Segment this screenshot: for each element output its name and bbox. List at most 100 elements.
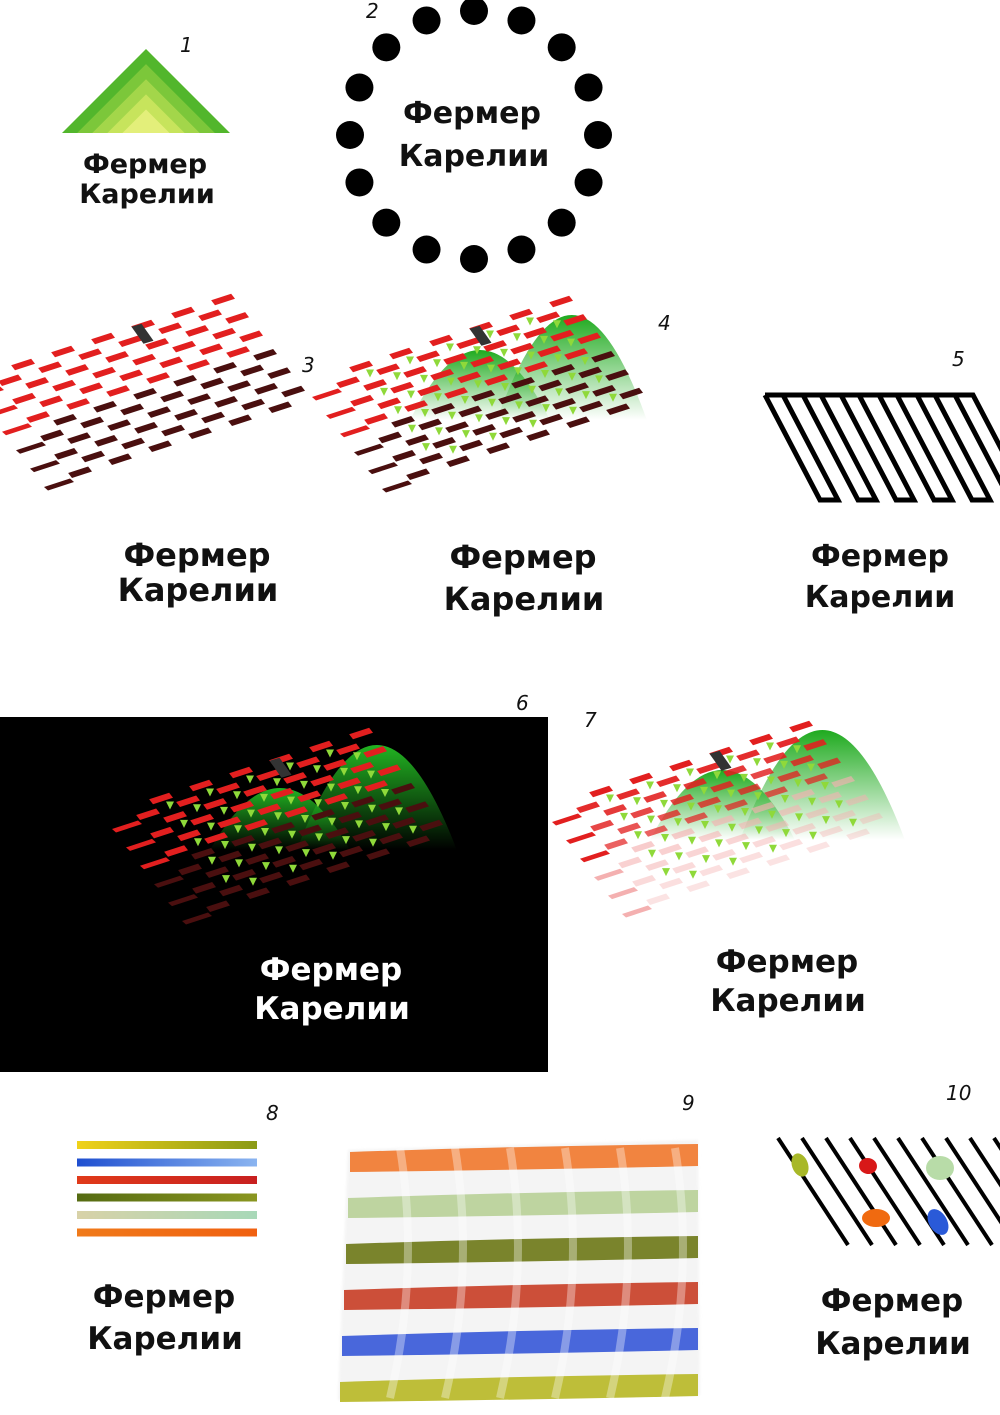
grid-tile [565, 382, 589, 394]
grid-bar [368, 462, 398, 475]
brand-title-line2: Карелии [805, 580, 956, 615]
brand-title-line1: Фермер [83, 149, 207, 180]
sprout [301, 815, 309, 823]
grid-tile [578, 366, 602, 379]
grid-tile [606, 403, 630, 415]
grid-tile [52, 379, 76, 392]
cloth-fold [441, 1147, 467, 1399]
ring-dot [372, 33, 401, 62]
cloth-stripe [350, 1144, 698, 1172]
sprout [767, 776, 775, 785]
grid-tile [483, 340, 507, 352]
sprout [194, 838, 202, 847]
grid-tile [659, 877, 683, 890]
grid-tile [563, 314, 587, 326]
grid-tile [199, 343, 223, 356]
cloth-stripe [346, 1236, 698, 1264]
grid-tile [376, 363, 400, 375]
hill-large [739, 730, 905, 840]
grid-tile [430, 368, 454, 381]
grid-tile [254, 383, 278, 395]
grid-tile [657, 809, 681, 822]
sprout [448, 411, 456, 420]
brand-title-line1: Фермер [811, 539, 949, 574]
grid-tile [240, 364, 264, 377]
sprout [766, 742, 774, 751]
sprout [686, 768, 694, 777]
variant-2: 2 Фермер Карелии [336, 0, 612, 273]
grid-tile [551, 363, 575, 376]
brand-title-line2: Карелии [118, 571, 279, 609]
diagonal-line [800, 1136, 874, 1247]
grid-tile [227, 380, 251, 392]
sprout [341, 802, 349, 810]
grid-tile [805, 807, 829, 819]
sprout [461, 396, 469, 404]
grid-tile [406, 468, 430, 480]
grid-tile [538, 379, 562, 392]
sprout [382, 823, 390, 832]
grid-tile [751, 801, 775, 814]
variant-4: 4 Фермер Карелии [312, 295, 671, 618]
grid-tile [158, 322, 182, 334]
grid-tile [149, 792, 173, 805]
grid-tile [350, 761, 374, 774]
sprout [369, 838, 377, 847]
grid-tile [245, 853, 269, 865]
grid-tile [311, 808, 335, 821]
grid-bar [312, 388, 342, 401]
sprout [726, 755, 734, 764]
sprout [582, 391, 590, 400]
ring-dot [460, 0, 488, 25]
sprout [701, 821, 709, 829]
brand-title-line1: Фермер [821, 1283, 964, 1319]
sprout [353, 752, 361, 761]
grid-tile [217, 816, 241, 829]
grid-tile [765, 820, 789, 832]
sprout [675, 852, 683, 861]
grid-tile [591, 350, 615, 363]
grid-bar [594, 868, 624, 881]
grid-tile [645, 859, 669, 871]
sprout [568, 372, 576, 381]
grid-tile [378, 431, 402, 444]
grid-tile [363, 379, 387, 391]
sprout [793, 745, 801, 754]
grid-tile [219, 884, 243, 897]
grid-tile [552, 398, 576, 410]
grid-tile [187, 393, 211, 405]
grid-tile [246, 887, 270, 899]
grid-bar [552, 813, 582, 826]
grid-tile [296, 756, 320, 768]
grid-tile [766, 854, 790, 866]
grid-tile [579, 400, 603, 413]
grid-tile [603, 804, 627, 816]
sprout [247, 809, 255, 818]
sprout [234, 825, 242, 834]
grid-tile [188, 427, 212, 439]
grid-tile [523, 327, 547, 339]
sprout [620, 812, 628, 821]
sprout [488, 398, 496, 407]
sprout [248, 843, 256, 852]
sprout [715, 839, 723, 848]
grid-tile [470, 355, 494, 368]
grid-tile [643, 791, 667, 803]
grid-tile [392, 450, 416, 462]
grid-tile [364, 413, 388, 425]
sprout [327, 783, 335, 792]
sprout [395, 807, 403, 816]
sprout [554, 354, 562, 363]
grid-tile [577, 332, 601, 345]
grid-tile [243, 785, 267, 797]
cloth-fold [496, 1147, 522, 1399]
sprout [660, 799, 668, 808]
grid-tile [351, 795, 375, 808]
grid-tile [159, 356, 183, 369]
brand-title-line2: Карелии [815, 1326, 971, 1362]
hills-grid-sprouts-light-icon [552, 720, 883, 918]
cloth-stripe [340, 1374, 698, 1402]
gradient-stripes-icon [77, 1141, 257, 1237]
grid-tile [172, 340, 196, 353]
variant-number: 6 [516, 691, 529, 715]
